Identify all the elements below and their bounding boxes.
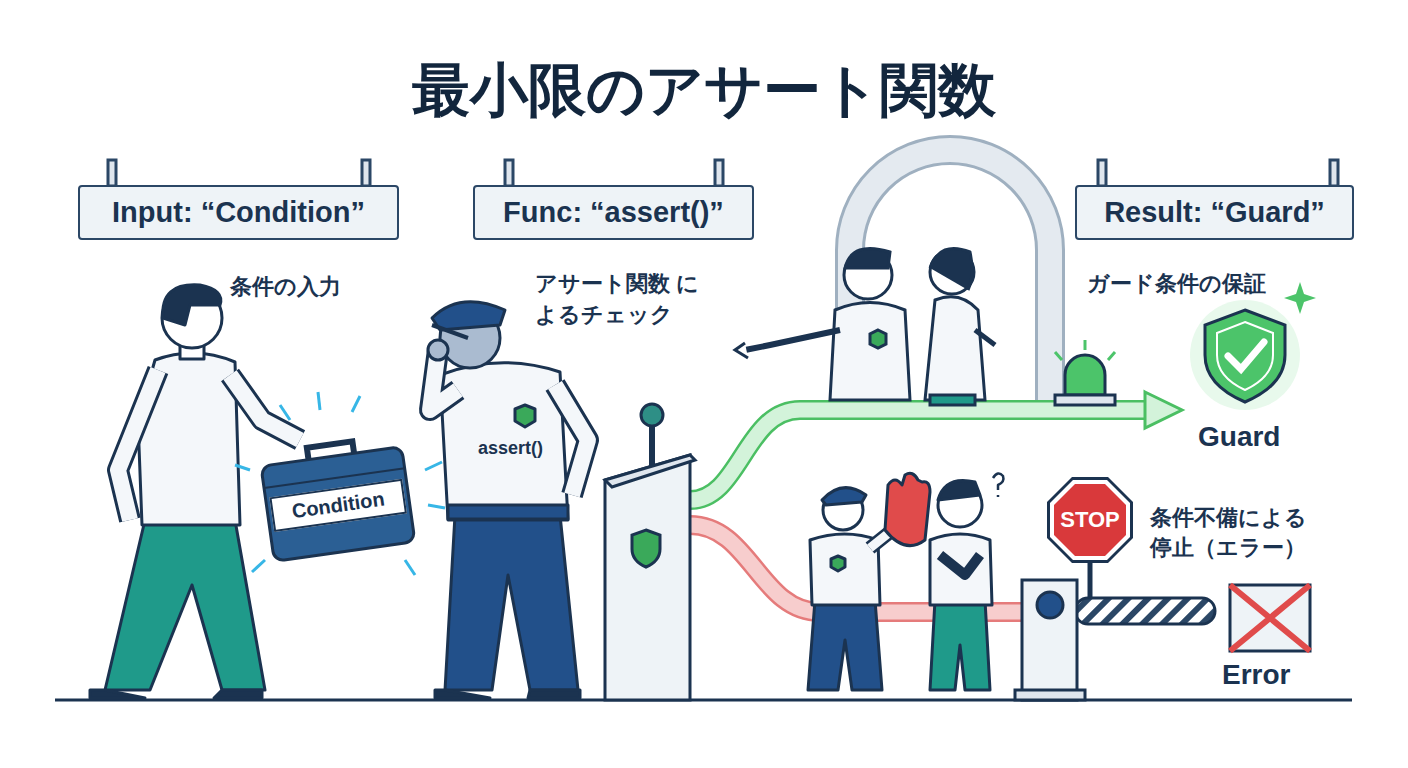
stop-text: STOP: [1060, 507, 1120, 533]
sign-caption: アサート関数 によるチェック: [535, 269, 715, 331]
stop-sign: STOP: [1045, 475, 1135, 565]
sign-text: Result: “Guard”: [1097, 196, 1332, 229]
hanging-sign: Result: “Guard”ガード条件の保証: [1075, 185, 1354, 240]
error-note: 条件不備による 停止（エラー）: [1150, 503, 1322, 562]
sign-text: Func: “assert()”: [495, 196, 732, 229]
sign-caption: 条件の入力: [230, 272, 430, 303]
title: 最小限のアサート関数: [0, 52, 1408, 130]
shirt-label: assert(): [478, 436, 543, 460]
error-label: Error: [1222, 656, 1290, 694]
hanging-sign: Input: “Condition”条件の入力: [78, 185, 399, 240]
briefcase: Condition: [255, 428, 420, 566]
sign-text: Input: “Condition”: [100, 196, 377, 229]
sign-caption: ガード条件の保証: [1087, 269, 1327, 300]
guard-label: Guard: [1198, 418, 1280, 456]
hanging-sign: Func: “assert()”アサート関数 によるチェック: [473, 185, 754, 240]
